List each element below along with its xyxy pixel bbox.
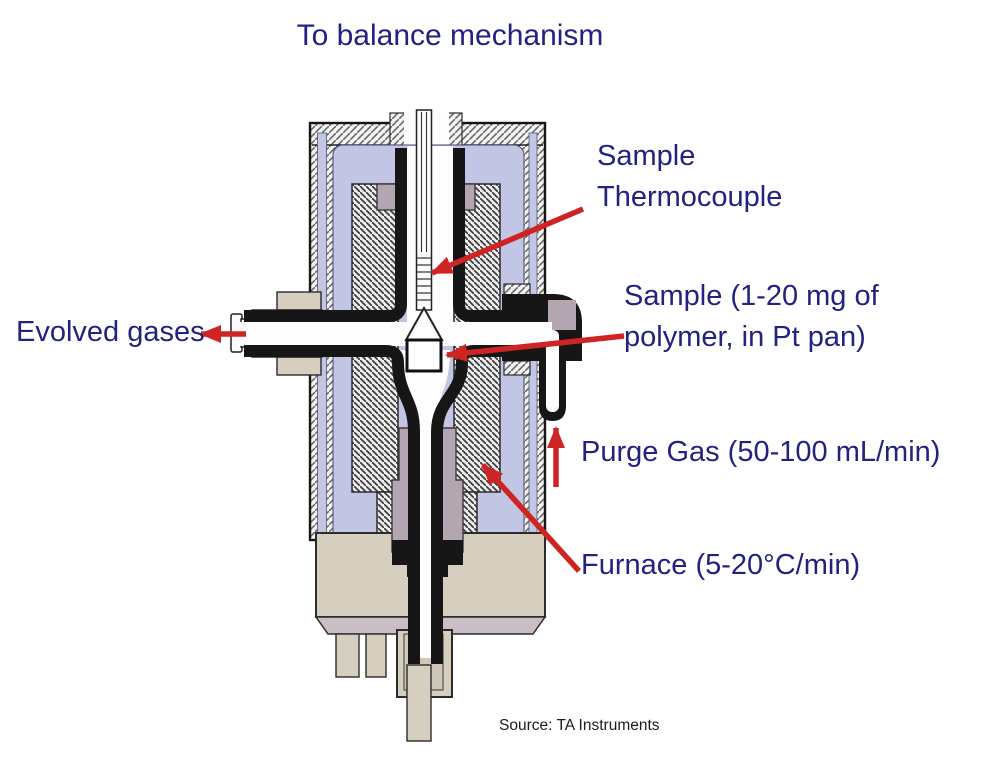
purge-gas-label: Purge Gas (50-100 mL/min) — [581, 436, 941, 468]
furnace-arrow — [480, 463, 582, 573]
sample-label: Sample (1-20 mg of polymer, in Pt pan) — [624, 280, 879, 353]
heater-block-left — [351, 183, 399, 541]
callout-arrows — [199, 206, 625, 573]
sample-pan — [405, 338, 443, 373]
mounting-legs — [335, 633, 387, 678]
diagram-title: To balance mechanism — [296, 19, 604, 52]
sample-arrow — [445, 333, 625, 362]
bottom-push-rod — [406, 664, 432, 742]
sample-thermocouple-label: Sample Thermocouple — [597, 140, 783, 213]
thermocouple-arrow — [430, 206, 585, 276]
source-credit: Source: TA Instruments — [499, 717, 660, 734]
furnace-tube-walls — [244, 148, 540, 664]
evolved-gases-label: Evolved gases — [16, 316, 205, 348]
sample-thermocouple-probe — [404, 109, 444, 373]
furnace-label: Furnace (5-20°C/min) — [581, 549, 861, 581]
